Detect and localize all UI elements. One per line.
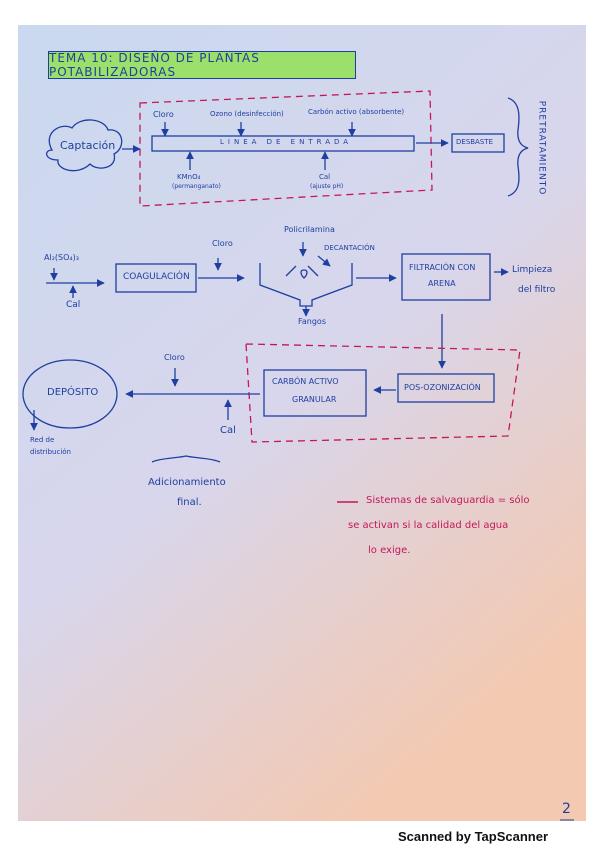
policrilamina-label: Policrilamina bbox=[284, 225, 335, 234]
cal-final-label: Cal bbox=[220, 425, 236, 436]
adicionamiento-label-line1: Adicionamiento bbox=[148, 477, 226, 488]
coagulacion-box bbox=[115, 263, 197, 293]
cloro-final-label: Cloro bbox=[164, 353, 185, 362]
decantacion-label: DECANTACIÓN bbox=[324, 244, 375, 252]
posozonizacion-label: POS-OZONIZACIÓN bbox=[404, 383, 481, 392]
pretratamiento-side-label: PRETRATAMIENTO bbox=[536, 100, 547, 196]
limpieza-label-line1: Limpieza bbox=[512, 265, 553, 275]
adicionamiento-label-line2: final. bbox=[177, 497, 202, 508]
kmno4-label: KMnO₄ bbox=[177, 173, 201, 181]
red-distribucion-label-line1: Red de bbox=[30, 436, 55, 444]
kmno4-note: (permanganato) bbox=[172, 183, 221, 190]
reagent-label: Al₂(SO₄)₃ bbox=[44, 253, 79, 262]
carbon-granular-label-line2: GRANULAR bbox=[292, 395, 337, 404]
safeguard-note-line3: lo exige. bbox=[368, 545, 411, 556]
cloro-label: Cloro bbox=[153, 110, 174, 119]
page-number: 2 bbox=[562, 801, 571, 817]
paper-sheet bbox=[18, 25, 586, 821]
linea-entrada-bar bbox=[151, 135, 415, 152]
desbaste-label: DESBASTE bbox=[456, 138, 493, 146]
cal-pre-note: (ajuste pH) bbox=[310, 183, 344, 190]
posozonizacion-box bbox=[397, 373, 495, 403]
carbon-granular-label-line1: CARBÓN ACTIVO bbox=[272, 377, 339, 386]
deposito-label: DEPÓSITO bbox=[47, 387, 99, 398]
cal-left-label: Cal bbox=[66, 300, 81, 310]
deposito-circle bbox=[22, 359, 118, 429]
fangos-label: Fangos bbox=[298, 317, 326, 326]
adicionamiento-brace bbox=[151, 455, 221, 463]
captacion-label: Captación bbox=[60, 139, 116, 152]
pretreatment-bracket bbox=[507, 97, 529, 197]
safeguard-note-line1: Sistemas de salvaguardia = sólo bbox=[366, 495, 530, 506]
filtracion-label-line2: ARENA bbox=[428, 279, 456, 288]
captacion-cloud-shape bbox=[46, 119, 123, 172]
safeguard-note-line2: se activan si la calidad del agua bbox=[348, 520, 509, 531]
coagulacion-label: COAGULACIÓN bbox=[123, 272, 190, 282]
safeguard-dashed-box bbox=[245, 343, 521, 443]
limpieza-label-line2: del filtro bbox=[518, 285, 556, 295]
ozono-label: Ozono (desinfección) bbox=[210, 110, 284, 118]
page-title: TEMA 10: DISEÑO DE PLANTAS POTABILIZADOR… bbox=[48, 51, 356, 79]
desbaste-box bbox=[451, 133, 505, 153]
filtracion-box bbox=[401, 253, 491, 301]
carbon-activo-label: Carbón activo (absorbente) bbox=[308, 108, 405, 116]
decantador-inner bbox=[285, 265, 319, 279]
filtracion-label-line1: FILTRACIÓN CON bbox=[409, 263, 476, 272]
cloro-coag-label: Cloro bbox=[212, 239, 233, 248]
pretreatment-dashed-box bbox=[139, 90, 433, 207]
decantacion-arrow bbox=[317, 255, 331, 267]
scanner-watermark: Scanned by TapScanner bbox=[398, 829, 549, 844]
linea-entrada-label: LINEA DE ENTRADA bbox=[220, 138, 353, 146]
carbon-granular-box bbox=[263, 369, 367, 417]
cal-pre-label: Cal bbox=[319, 173, 331, 181]
red-distribucion-label-line2: distribución bbox=[30, 448, 71, 456]
